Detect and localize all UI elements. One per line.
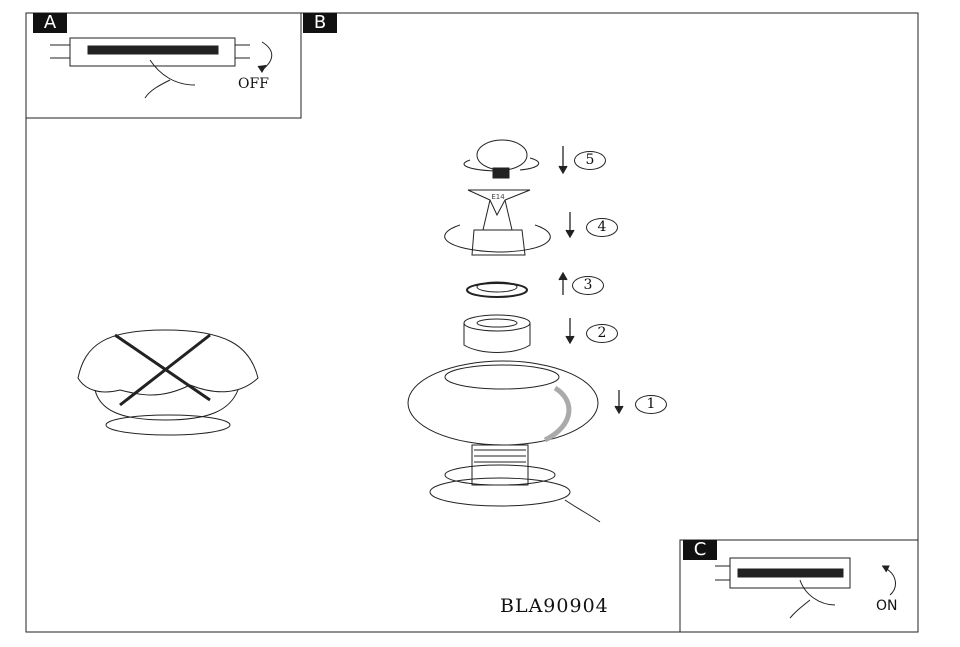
step-4-marker: 4 (586, 218, 618, 237)
ring-drawing (466, 281, 528, 298)
shade-holder-drawing (463, 314, 531, 353)
off-label: OFF (238, 76, 269, 92)
incorrect-assembly-drawing (77, 329, 259, 436)
socket-drawing (444, 189, 551, 256)
bulb-drawing (463, 139, 540, 179)
socket-label: E14 (491, 193, 505, 201)
panel-c-frame (679, 539, 919, 633)
model-code: BLA90904 (500, 595, 609, 617)
panel-a-label: A (33, 13, 67, 33)
step-1-marker: 1 (635, 395, 667, 414)
panel-c-label: C (683, 540, 717, 560)
breaker-panel-c-drawing (715, 557, 896, 619)
lamp-base-drawing (407, 360, 601, 523)
step-3-marker: 3 (572, 276, 604, 295)
step-5-marker: 5 (574, 151, 606, 170)
direction-arrows (558, 146, 624, 415)
panel-a-frame (25, 12, 302, 119)
step-2-marker: 2 (586, 324, 618, 343)
on-label: ON (876, 598, 898, 614)
breaker-panel-a-drawing (50, 37, 273, 99)
outer-frame (25, 12, 919, 633)
panel-b-label: B (303, 13, 337, 33)
